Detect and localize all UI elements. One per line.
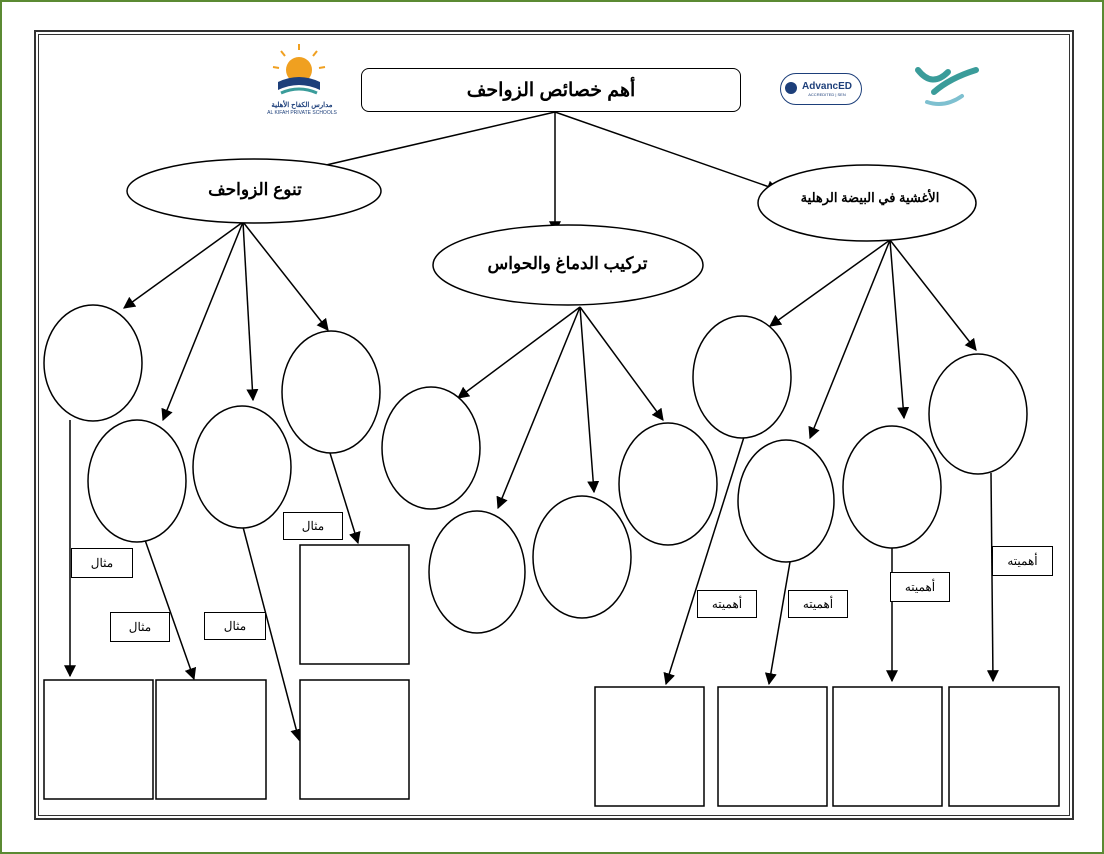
importance-label-2: أهميته [788,590,848,618]
arrow-membranes-circle-4 [889,239,977,351]
main-title-box: أهم خصائص الزواحف [361,68,741,112]
circle-membranes-2 [737,439,835,563]
advanced-logo-sub: ACCREDITED | SEN [808,92,846,97]
circle-brain-2 [428,510,526,634]
page-title: أهم خصائص الزواحف [466,79,636,101]
branch-label-brain: تركيب الدماغ والحواس [487,254,648,273]
arrow-membranes-circle-3 [889,239,910,420]
answer-box-1 [43,679,154,800]
oval-membranes [757,164,977,242]
inner-frame-rule [38,34,1070,816]
circle-membranes-4 [928,353,1028,475]
arrow-circle-2-box [144,539,197,681]
inner-frame [34,30,1074,820]
advanced-logo-icon [785,82,797,94]
example-label-2: مثال [110,612,170,642]
circle-types-1 [43,304,143,422]
answer-box-5 [594,686,705,807]
circle-types-2 [87,419,187,543]
importance-label-4: أهميته [992,546,1053,576]
importance-label-1: أهميته [697,590,757,618]
circle-types-3 [192,405,292,529]
oval-brain [432,224,704,306]
arrow-types-circle-1 [123,221,244,309]
alkifah-logo-graphic [272,44,326,95]
arrow-brain-circle-2 [496,306,581,510]
answer-box-7 [832,686,943,807]
arrow-brain-circle-4 [579,306,664,421]
answer-box-4 [299,544,410,665]
circle-brain-1 [381,386,481,510]
advanced-logo: AdvancED ACCREDITED | SEN [780,73,862,105]
alkifah-logo-text-en: AL KIFAH PRIVATE SCHOOLS [267,110,337,116]
arrow-types-circle-3 [242,221,259,402]
arrow-brain-circle-1 [457,306,581,399]
arrow-types-circle-2 [161,221,244,422]
arrow-m-circle-1-box [663,436,745,686]
alkifah-logo-text-ar: مدارس الكفاح الأهلية [271,102,333,109]
circle-membranes-3 [842,425,942,549]
importance-label-3: أهميته [890,572,950,602]
arrow-membranes-circle-2 [808,239,891,440]
circle-membranes-1 [692,315,792,439]
oval-types [126,158,382,224]
arrow-brain-circle-3 [579,306,600,494]
example-label-4: مثال [283,512,343,540]
answer-box-8 [948,686,1060,807]
branch-label-membranes: الأغشية في البيضة الرهلية [800,190,940,205]
circle-types-4 [281,330,381,454]
arrow-m-circle-4-box [986,472,999,683]
circle-brain-3 [532,495,632,619]
ministry-logo-graphic [915,67,979,106]
arrow-m-circle-2-box [764,561,791,686]
example-label-3: مثال [204,612,266,640]
arrow-circle-3-box [242,526,303,742]
answer-box-6 [717,686,828,807]
arrow-membranes-circle-1 [769,239,891,327]
branch-label-types: تنوع الزواحف [208,180,302,199]
example-label-1: مثال [71,548,133,578]
answer-box-3 [299,679,410,800]
arrow-title-membranes [554,111,780,193]
arrow-title-types [294,111,556,176]
advanced-logo-name: AdvancED [801,81,852,92]
circle-brain-4 [618,422,718,546]
arrow-circle-4-box [329,452,361,545]
answer-box-2 [155,679,267,800]
arrow-types-circle-4 [242,221,329,331]
